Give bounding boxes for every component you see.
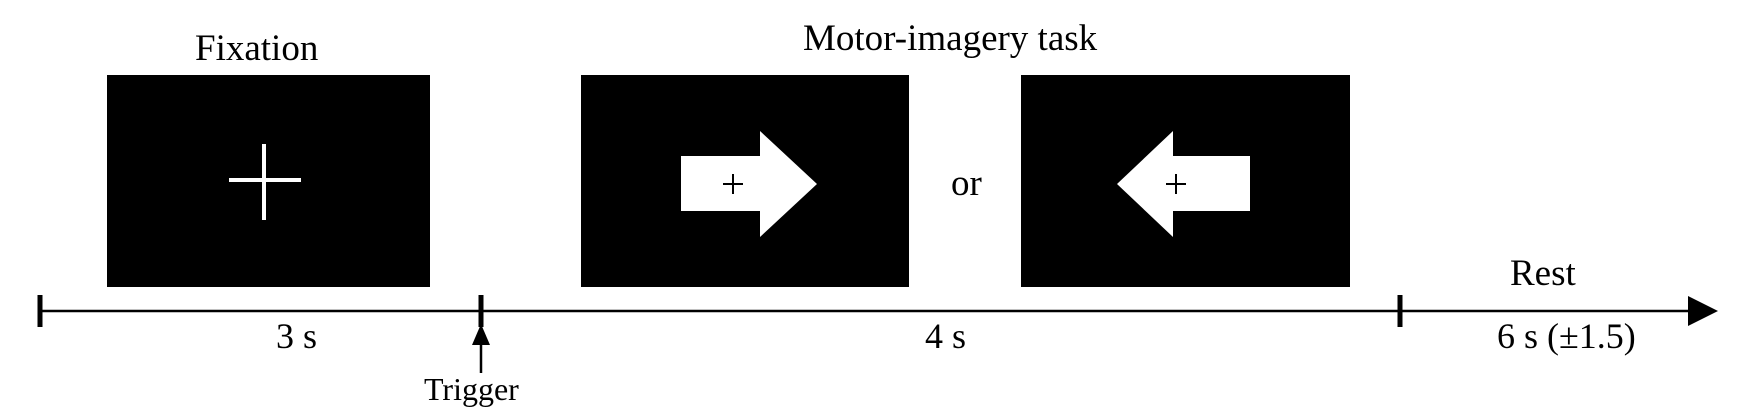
fixation-screen <box>107 75 430 287</box>
trigger-label: Trigger <box>424 371 519 407</box>
fixation-cross-icon <box>229 144 301 220</box>
task-screen-right <box>581 75 909 287</box>
or-separator: or <box>951 163 982 204</box>
left-arrow-icon <box>1117 131 1250 237</box>
right-arrow-icon <box>681 131 817 237</box>
task-screen-left <box>1021 75 1350 287</box>
timeline-arrowhead <box>1688 296 1718 326</box>
fixation-duration: 3 s <box>276 316 318 356</box>
up-arrow-icon <box>472 324 490 373</box>
task-title: Motor-imagery task <box>803 18 1098 59</box>
rest-title: Rest <box>1510 253 1576 294</box>
fixation-title: Fixation <box>195 28 319 69</box>
task-duration: 4 s <box>925 316 967 356</box>
rest-duration: 6 s (±1.5) <box>1497 316 1636 356</box>
